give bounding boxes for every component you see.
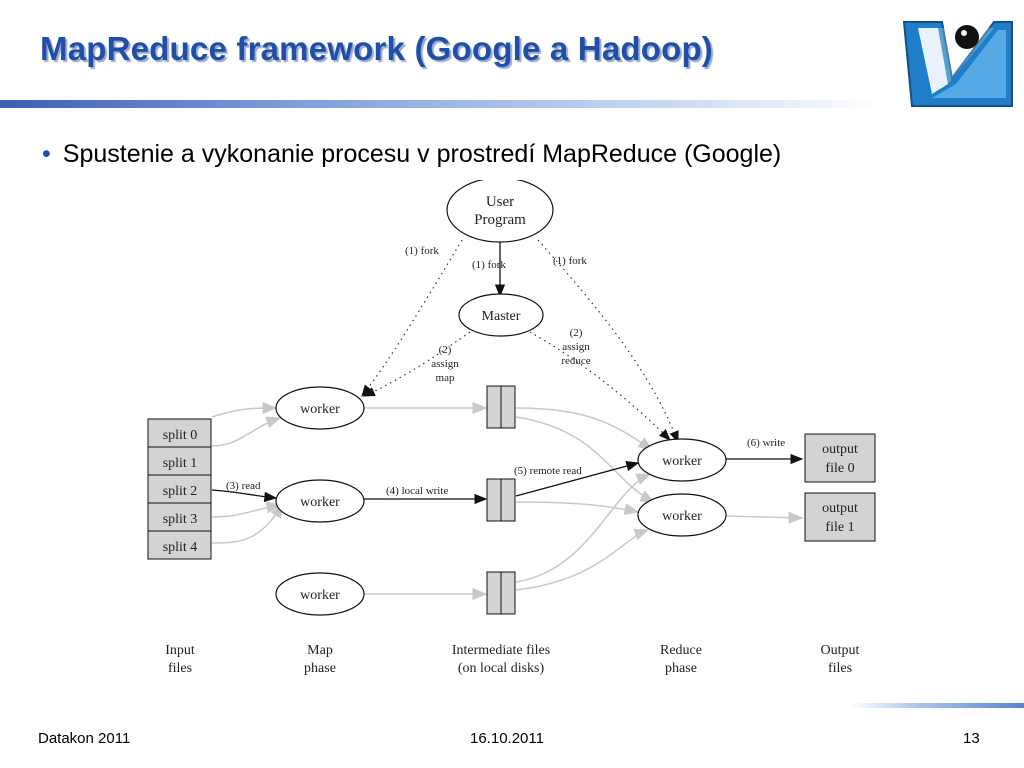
local-write-label: (4) local write (386, 485, 448, 497)
master-node (458, 293, 544, 337)
fork-label-center: (1) fork (472, 259, 506, 271)
bullet-text: Spustenie a vykonanie procesu v prostred… (62, 140, 782, 168)
split-1: split 1 (163, 456, 198, 471)
output-file-1-line2: file 1 (825, 520, 854, 535)
map-worker-3-label: worker (300, 588, 340, 603)
map-worker-1-label: worker (300, 402, 340, 417)
title-underline (0, 100, 880, 108)
split-3: split 3 (163, 512, 198, 527)
split-4: split 4 (163, 540, 198, 555)
map-worker-2 (275, 479, 365, 523)
split-2: split 2 (163, 484, 198, 499)
reduce-worker-1-label: worker (662, 454, 702, 469)
phase-reduce-line2: phase (665, 661, 697, 676)
input-splits: split 0 split 1 split 2 split 3 split 4 (147, 418, 212, 560)
assign-map-line2: assign (431, 358, 459, 370)
footer-date: 16.10.2011 (470, 730, 544, 747)
phase-reduce-line1: Reduce (660, 643, 702, 658)
fork-label-left: (1) fork (405, 245, 439, 257)
user-program-line2: Program (474, 212, 526, 228)
assign-reduce-line1: (2) (570, 327, 583, 339)
footer-page-number: 13 (963, 730, 980, 747)
logo-icon (902, 21, 1013, 107)
phase-output-line2: files (828, 661, 852, 676)
intermediate-files (486, 385, 516, 615)
output-file-1-line1: output (822, 501, 858, 516)
map-worker-2-label: worker (300, 495, 340, 510)
output-file-1 (804, 492, 876, 542)
split-0: split 0 (163, 428, 198, 443)
phase-intermediate-line2: (on local disks) (458, 661, 545, 676)
assign-reduce-line2: assign (562, 341, 590, 353)
read-label: (3) read (226, 480, 261, 492)
phase-map-line1: Map (307, 643, 333, 658)
phase-output-line1: Output (821, 643, 860, 658)
phase-input-line2: files (168, 661, 192, 676)
footer-left: Datakon 2011 (38, 730, 131, 747)
output-file-0-line2: file 0 (825, 461, 854, 476)
user-program-node (446, 180, 554, 243)
map-worker-1 (275, 386, 365, 430)
output-file-0-line1: output (822, 442, 858, 457)
reduce-worker-1 (637, 438, 727, 482)
user-program-line1: User (486, 194, 514, 210)
phase-map-line2: phase (304, 661, 336, 676)
remote-read-label: (5) remote read (514, 465, 582, 477)
output-file-0 (804, 433, 876, 483)
reduce-worker-2-label: worker (662, 509, 702, 524)
phase-input-line1: Input (165, 643, 195, 658)
master-label: Master (482, 309, 521, 324)
bullet-item: • Spustenie a vykonanie procesu v prostre… (42, 140, 781, 169)
write-label: (6) write (747, 437, 785, 449)
assign-reduce-line3: reduce (561, 355, 590, 367)
reduce-worker-2 (637, 493, 727, 537)
phase-intermediate-line1: Intermediate files (452, 643, 550, 658)
map-worker-3 (275, 572, 365, 616)
assign-map-line1: (2) (439, 344, 452, 356)
bullet-dot: • (42, 140, 51, 168)
fork-label-right: (1) fork (553, 255, 587, 267)
assign-map-line3: map (436, 372, 455, 384)
mapreduce-diagram: User Program (1) fork (1) fork (1) fork … (147, 180, 876, 676)
slide-title: MapReduce framework (Google a Hadoop) (40, 30, 713, 67)
footer-rule (850, 703, 1024, 708)
